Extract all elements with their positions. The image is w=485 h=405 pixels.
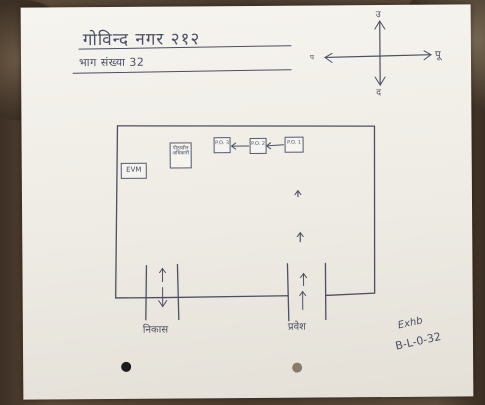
polling-officer-3-box: P.O. 3	[213, 137, 231, 154]
compass-east-label: पू	[434, 49, 441, 61]
title-underline	[78, 45, 292, 50]
subtitle-underline	[72, 69, 292, 74]
entry-label: प्रवेश	[287, 321, 306, 333]
presiding-officer-box: पीठासीन अधिकारी	[169, 142, 192, 169]
compass-west-arrow	[324, 52, 333, 63]
compass-north-arrow	[374, 20, 386, 30]
brown-dot	[292, 362, 303, 373]
sketch-drawing	[72, 20, 432, 373]
compass-north-label: उ	[375, 10, 381, 21]
compass-south-label: द	[376, 88, 382, 99]
compass-south-arrow	[374, 76, 386, 87]
polling-officer-1-box: P.O. 1	[284, 136, 304, 153]
arrow-po1-to-po2	[266, 144, 285, 147]
compass-horizontal-line	[324, 54, 432, 59]
compass-east-arrow	[423, 50, 432, 61]
exit-door-left-post	[145, 265, 148, 321]
polling-officer-2-box: P.O. 2	[249, 137, 267, 154]
exit-door-right-post	[176, 263, 180, 321]
page-title: गोविन्द नगर २१२	[82, 29, 201, 51]
paper-sheet: गोविन्द नगर २१२ भाग संख्या 32 उ द पू प E…	[20, 4, 474, 400]
compass-west-label: प	[309, 53, 315, 62]
evm-box: EVM	[120, 162, 147, 179]
path-arrow-2	[296, 231, 304, 238]
black-dot	[121, 361, 132, 372]
entry-door-left-post	[286, 263, 290, 322]
page-subtitle: भाग संख्या 32	[78, 55, 145, 70]
room-bottom-wall	[165, 295, 289, 299]
room-right-wall	[116, 125, 376, 297]
room-left-wall	[115, 125, 167, 299]
path-arrow-1	[294, 189, 302, 196]
exit-label: निकास	[142, 324, 169, 336]
